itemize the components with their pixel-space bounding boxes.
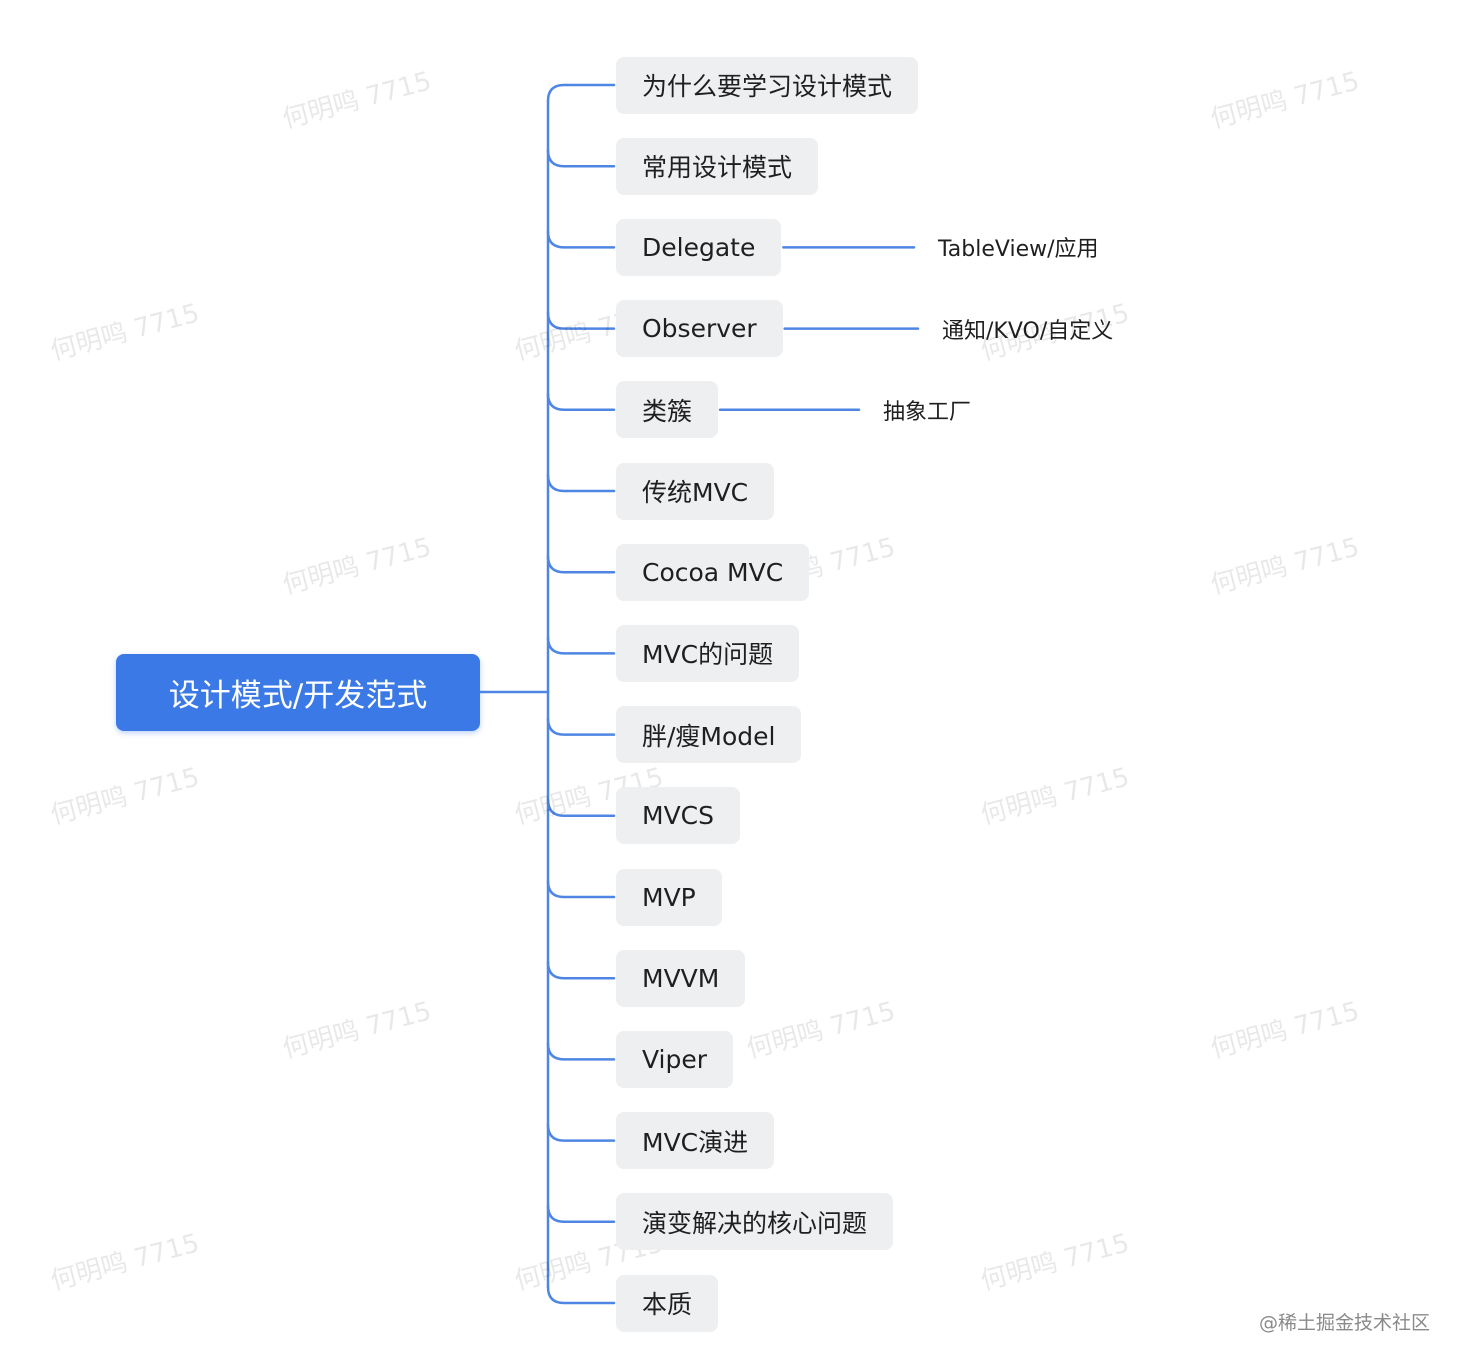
branch-node[interactable]: Observer: [616, 300, 783, 358]
watermark-text: 何明鸣 7715: [743, 996, 899, 1065]
branch-node-label: Viper: [642, 1044, 708, 1074]
branch-connector: [546, 311, 616, 330]
watermark-text: 何明鸣 7715: [1207, 532, 1363, 601]
branch-node[interactable]: MVVM: [616, 949, 746, 1007]
branch-node[interactable]: 类簇: [616, 381, 719, 439]
branch-node-label: 演变解决的核心问题: [642, 1208, 868, 1238]
branch-node-label: MVP: [642, 882, 696, 912]
branch-connector: [546, 1042, 616, 1061]
branch-node[interactable]: Delegate: [616, 218, 782, 276]
branch-node[interactable]: Viper: [616, 1030, 734, 1088]
leaf-node[interactable]: 通知/KVO/自定义: [942, 311, 1113, 347]
branch-connector: [546, 1204, 616, 1224]
branch-node[interactable]: 为什么要学习设计模式: [616, 56, 919, 114]
branch-node[interactable]: Cocoa MVC: [616, 543, 810, 601]
branch-node-label: MVCS: [642, 801, 714, 831]
branch-node[interactable]: 胖/瘦Model: [616, 706, 802, 764]
watermark-text: 何明鸣 7715: [977, 1228, 1133, 1297]
branch-node-label: 胖/瘦Model: [642, 721, 776, 751]
branch-node[interactable]: MVCS: [616, 787, 740, 845]
watermark-text: 何明鸣 7715: [1207, 66, 1363, 135]
branch-node-label: Cocoa MVC: [642, 557, 784, 587]
branch-connector: [546, 554, 616, 574]
leaf-node[interactable]: TableView/应用: [938, 229, 1099, 265]
branch-node[interactable]: 传统MVC: [616, 462, 775, 520]
branch-connector: [546, 1123, 616, 1142]
branch-node-label: Delegate: [642, 232, 756, 262]
branch-node-label: 类簇: [642, 396, 693, 426]
branch-connector: [546, 798, 616, 818]
branch-connector: [546, 473, 616, 493]
branch-connector: [546, 1285, 616, 1305]
watermark-text: 何明鸣 7715: [279, 66, 435, 135]
branch-node-label: 为什么要学习设计模式: [642, 72, 893, 101]
watermark-text: 何明鸣 7715: [47, 762, 203, 831]
branch-connector: [546, 83, 616, 103]
branch-node[interactable]: 本质: [616, 1274, 719, 1332]
branch-node-label: Observer: [642, 314, 757, 344]
footer-credit: @稀土掘金技术社区: [1258, 1312, 1430, 1334]
branch-node[interactable]: MVC的问题: [616, 624, 800, 682]
branch-node-label: 常用设计模式: [642, 153, 793, 183]
watermark-text: 何明鸣 7715: [279, 996, 435, 1065]
branch-node-label: MVVM: [642, 963, 720, 993]
watermark-text: 何明鸣 7715: [47, 1228, 203, 1297]
branch-node-label: 本质: [642, 1290, 693, 1319]
branch-node[interactable]: MVP: [616, 868, 722, 926]
branch-connector: [546, 230, 616, 249]
branch-node-label: 传统MVC: [642, 478, 749, 507]
leaf-node-label: 抽象工厂: [883, 399, 972, 425]
root-node-label: 设计模式/开发范式: [168, 678, 428, 714]
branch-node-label: MVC演进: [642, 1127, 749, 1157]
watermark-text: 何明鸣 7715: [279, 532, 435, 601]
branch-connector: [546, 392, 616, 412]
root-node[interactable]: 设计模式/开发范式: [116, 654, 480, 731]
branch-connector: [546, 879, 616, 899]
leaf-node-label: 通知/KVO/自定义: [942, 318, 1114, 344]
watermark-text: 何明鸣 7715: [977, 762, 1133, 831]
leaf-node-label: TableView/应用: [938, 237, 1099, 263]
branch-node-label: MVC的问题: [642, 640, 774, 670]
branch-node[interactable]: MVC演进: [616, 1112, 775, 1170]
leaf-node[interactable]: 抽象工厂: [883, 392, 971, 428]
branch-connector: [546, 717, 616, 736]
branch-connector: [546, 636, 616, 655]
branch-connector: [546, 148, 616, 168]
watermark-text: 何明鸣 7715: [1207, 996, 1363, 1065]
branch-node[interactable]: 常用设计模式: [616, 137, 819, 195]
branch-node[interactable]: 演变解决的核心问题: [616, 1193, 894, 1251]
branch-connector: [546, 960, 616, 980]
watermark-text: 何明鸣 7715: [47, 298, 203, 367]
